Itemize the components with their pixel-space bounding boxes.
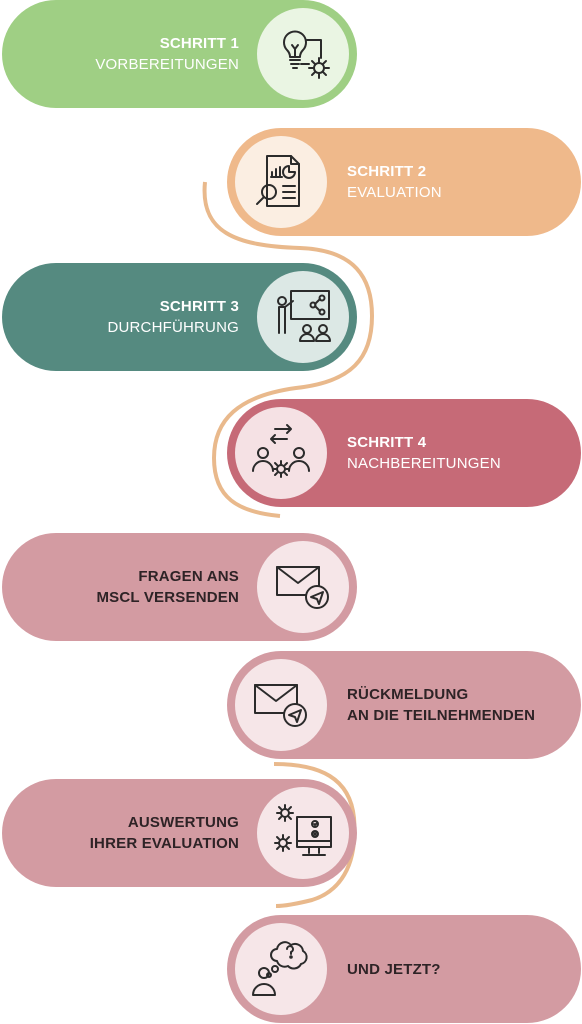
step-3-subtitle: DURCHFÜHRUNG <box>107 319 239 336</box>
step-2-text: SCHRITT 2 EVALUATION <box>347 128 442 236</box>
task-4-icon-circle <box>235 923 327 1015</box>
presentation-icon <box>277 290 331 342</box>
task-4-card: UND JETZT? <box>227 915 581 1023</box>
connector-1-2 <box>202 181 374 317</box>
task-2-text: RÜCKMELDUNG AN DIE TEILNEHMENDEN <box>347 651 535 759</box>
step-3-icon-circle <box>257 271 349 363</box>
task-2-icon-circle <box>235 659 327 751</box>
mail-send-icon <box>276 566 329 609</box>
step-3-text: SCHRITT 3 DURCHFÜHRUNG <box>107 263 239 371</box>
step-4-icon-circle <box>235 407 327 499</box>
task-3-icon-circle <box>257 787 349 879</box>
task-2-line-2: AN DIE TEILNEHMENDEN <box>347 707 536 724</box>
step-4-text: SCHRITT 4 NACHBEREITUNGEN <box>347 399 501 507</box>
exchange-people-icon <box>252 424 310 478</box>
monitor-gears-icon <box>274 804 332 856</box>
task-3-card: AUSWERTUNG IHRER EVALUATION <box>2 779 357 887</box>
step-2-icon-circle <box>235 136 327 228</box>
step-2-subtitle: EVALUATION <box>347 184 442 201</box>
task-3-text: AUSWERTUNG IHRER EVALUATION <box>90 779 239 887</box>
connector-6-7 <box>273 762 357 908</box>
step-1-text: SCHRITT 1 VORBEREITUNGEN <box>95 0 239 108</box>
step-1-subtitle: VORBEREITUNGEN <box>95 56 239 73</box>
task-4-line-1: UND JETZT? <box>347 960 441 978</box>
task-3-line-1: AUSWERTUNG <box>127 814 239 831</box>
task-2-line-1: RÜCKMELDUNG <box>347 686 469 703</box>
step-4-title: SCHRITT 4 <box>347 434 427 451</box>
task-1-text: FRAGEN ANS MSCL VERSENDEN <box>96 533 239 641</box>
task-1-icon-circle <box>257 541 349 633</box>
step-1-icon-circle <box>257 8 349 100</box>
task-3-line-2: IHRER EVALUATION <box>89 835 239 852</box>
mail-send-icon <box>254 684 307 727</box>
step-3-card: SCHRITT 3 DURCHFÜHRUNG <box>2 263 357 371</box>
thinking-person-icon <box>252 941 308 996</box>
step-1-card: SCHRITT 1 VORBEREITUNGEN <box>2 0 357 108</box>
connector-3-4 <box>211 315 374 518</box>
task-1-line-1: FRAGEN ANS <box>138 568 239 585</box>
lightbulb-gear-icon <box>283 30 330 79</box>
step-4-subtitle: NACHBEREITUNGEN <box>347 455 501 472</box>
task-1-line-2: MSCL VERSENDEN <box>96 589 239 606</box>
task-2-card: RÜCKMELDUNG AN DIE TEILNEHMENDEN <box>227 651 581 759</box>
task-1-card: FRAGEN ANS MSCL VERSENDEN <box>2 533 357 641</box>
step-4-card: SCHRITT 4 NACHBEREITUNGEN <box>227 399 581 507</box>
task-4-text: UND JETZT? <box>347 915 441 1023</box>
step-3-title: SCHRITT 3 <box>159 298 239 315</box>
step-1-title: SCHRITT 1 <box>159 35 239 52</box>
step-2-card: SCHRITT 2 EVALUATION <box>227 128 581 236</box>
report-magnifier-icon <box>256 155 300 207</box>
step-2-title: SCHRITT 2 <box>347 163 427 180</box>
